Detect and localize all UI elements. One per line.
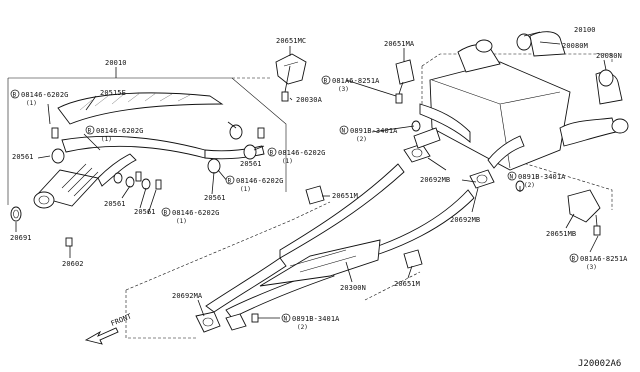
bolt-callout-7: B 081A6-8251A (3)	[569, 253, 628, 271]
svg-text:(3): (3)	[586, 264, 597, 271]
svg-text:0891B-3401A: 0891B-3401A	[518, 173, 566, 181]
label-20692mb-a: 20692MB	[420, 176, 450, 184]
center-pipe-assembly-box	[125, 201, 421, 339]
svg-text:08146-6202G: 08146-6202G	[278, 149, 325, 157]
label-20692ma: 20692MA	[172, 292, 203, 300]
front-tube-assembly-box	[7, 77, 287, 205]
label-20651m-a: 20651M	[332, 192, 358, 200]
label-20515e: 20515E	[100, 89, 126, 97]
bolt-callout-4: B 08146-6202G (1)	[225, 175, 283, 193]
label-20030a: 20030A	[296, 96, 323, 104]
label-20561-c: 20561	[134, 208, 156, 216]
flange-gaskets	[403, 127, 495, 189]
svg-text:B: B	[572, 256, 576, 263]
svg-text:08146-6202G: 08146-6202G	[172, 209, 219, 217]
svg-text:0891B-3401A: 0891B-3401A	[350, 127, 398, 135]
svg-text:B: B	[270, 150, 274, 157]
label-20651m-b: 20651M	[394, 280, 420, 288]
nut-callout-2: N 0891B-3401A (2)	[507, 171, 566, 189]
svg-text:B: B	[228, 178, 232, 185]
bolt-callout-3: B 08146-6202G (1)	[267, 147, 325, 165]
label-20692mb-b: 20692MB	[450, 216, 480, 224]
svg-text:B: B	[13, 92, 17, 99]
muffler-hangers	[395, 59, 601, 236]
label-20651mc: 20651MC	[276, 37, 306, 45]
leader-lines	[15, 31, 607, 319]
svg-text:N: N	[284, 316, 288, 323]
svg-text:(3): (3)	[338, 86, 349, 93]
nut-callout-3: N 0891B-3401A (2)	[281, 313, 340, 331]
label-20080n: 20080N	[596, 52, 622, 60]
front-label: FRONT	[110, 312, 134, 328]
svg-text:08146-6202G: 08146-6202G	[96, 127, 143, 135]
svg-text:(1): (1)	[176, 218, 187, 225]
label-20010: 20010	[105, 59, 127, 67]
svg-text:(1): (1)	[282, 158, 293, 165]
bolt-callout-2: B 08146-6202G (1)	[85, 125, 143, 143]
nut-callout-1: N 0891B-3401A (2)	[339, 125, 398, 143]
svg-text:081A6-8251A: 081A6-8251A	[580, 255, 628, 263]
bolt-callout-6: B 081A6-8251A (3)	[321, 75, 380, 93]
label-20561-b: 20561	[104, 200, 126, 208]
label-20691: 20691	[10, 234, 32, 242]
svg-text:N: N	[510, 174, 514, 181]
svg-text:0891B-3401A: 0891B-3401A	[292, 315, 340, 323]
center-y-pipe	[195, 163, 475, 333]
svg-text:B: B	[88, 128, 92, 135]
svg-text:(1): (1)	[26, 100, 37, 107]
label-20651ma: 20651MA	[384, 40, 415, 48]
hanger-bracket-20651mc	[275, 53, 307, 102]
front-direction-arrow: FRONT	[84, 312, 134, 345]
main-muffler	[419, 31, 629, 171]
label-20651mb: 20651MB	[546, 230, 576, 238]
svg-text:081A6-8251A: 081A6-8251A	[332, 77, 380, 85]
diagram-id: J20002A6	[578, 359, 621, 369]
svg-text:(1): (1)	[101, 136, 112, 143]
svg-text:(2): (2)	[524, 182, 535, 189]
bolt-callout-5: B 08146-6202G (1)	[161, 207, 219, 225]
label-20561-e: 20561	[240, 160, 262, 168]
svg-text:(2): (2)	[356, 136, 367, 143]
center-pipe-mounts	[251, 185, 423, 323]
label-20080m: 20080M	[562, 42, 588, 50]
svg-text:08146-6202G: 08146-6202G	[236, 177, 283, 185]
label-20300n: 20300N	[340, 284, 366, 292]
bolt-callout-1: B 08146-6202G (1)	[10, 89, 68, 107]
label-20602: 20602	[62, 260, 84, 268]
label-20561-a: 20561	[12, 153, 34, 161]
front-exhaust-tube	[10, 92, 265, 222]
svg-text:B: B	[164, 210, 168, 217]
label-20100: 20100	[574, 26, 596, 34]
svg-text:(2): (2)	[297, 324, 308, 331]
svg-text:08146-6202G: 08146-6202G	[21, 91, 68, 99]
part-labels: 20010 20515E 20561 20561 20561 20561 205…	[10, 26, 622, 300]
label-20561-d: 20561	[204, 194, 226, 202]
svg-text:N: N	[342, 128, 346, 135]
svg-text:(1): (1)	[240, 186, 251, 193]
svg-text:B: B	[324, 78, 328, 85]
